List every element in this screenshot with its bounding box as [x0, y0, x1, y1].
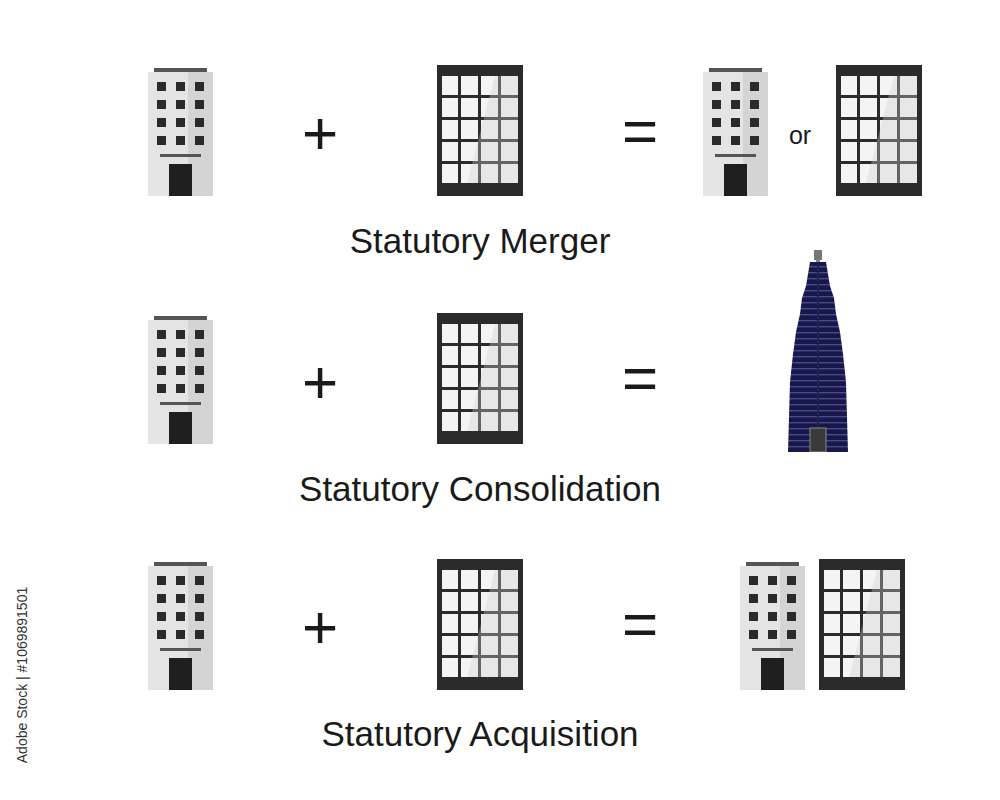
watermark-text: Adobe Stock | #1069891501: [15, 587, 29, 763]
equals-sign: =: [622, 347, 658, 409]
diagram-caption: Statutory Acquisition: [321, 716, 638, 751]
or-word: or: [789, 123, 811, 148]
plus-sign: +: [302, 102, 338, 164]
equals-sign: =: [622, 100, 658, 162]
plus-sign: +: [302, 351, 338, 413]
plus-sign: +: [302, 596, 338, 658]
equals-sign: =: [622, 593, 658, 655]
diagram-caption: Statutory Consolidation: [299, 471, 661, 506]
diagram-caption: Statutory Merger: [350, 223, 611, 258]
